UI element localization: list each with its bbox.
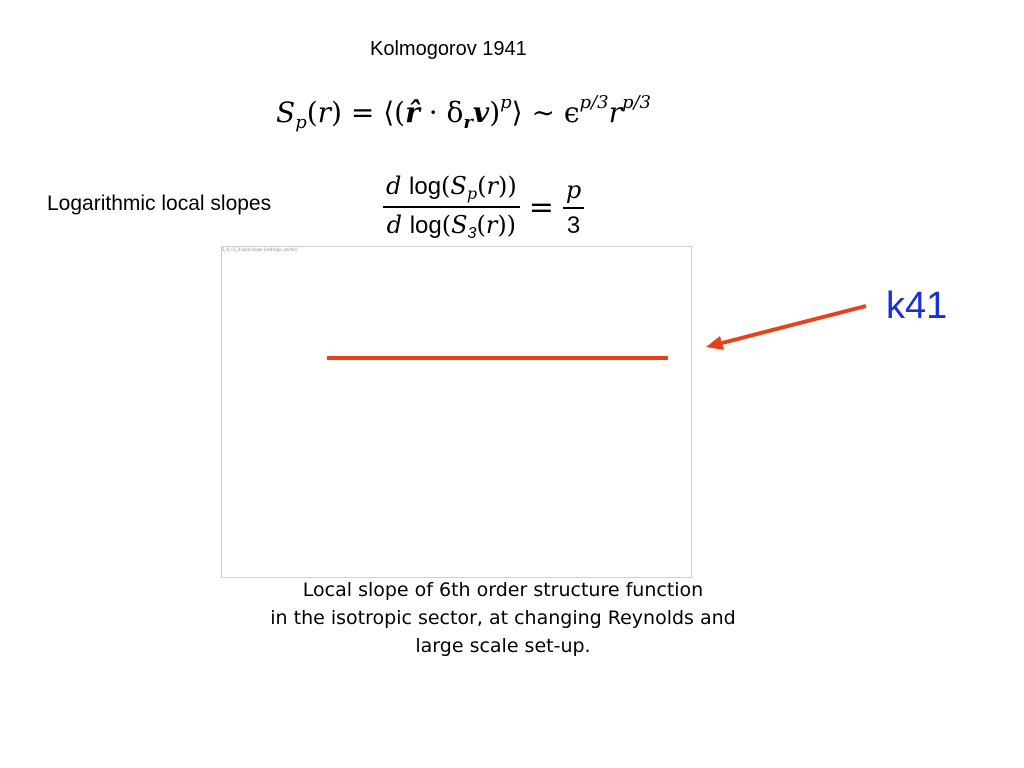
local-slope-formula: d log(Sp(r)) d log(S3(r)) = p 3: [382, 172, 585, 243]
figure-caption: Local slope of 6th order structure funct…: [233, 576, 773, 660]
k41-arrow-head: [706, 336, 724, 350]
plot-header-text: S_6 / S_3 local slope (isotropic sector): [222, 247, 298, 252]
k41-arrow-shaft: [721, 304, 867, 345]
local-slopes-label: Logarithmic local slopes: [47, 192, 272, 215]
caption-line: large scale set-up.: [415, 635, 591, 657]
k41-label: k41: [886, 285, 948, 327]
caption-line: in the isotropic sector, at changing Rey…: [270, 607, 736, 629]
k41-scaling-formula: Sp(r) = ⟨(r̂ · δrv)p⟩ ∼ ϵp/3rp/3: [276, 92, 652, 133]
caption-line: Local slope of 6th order structure funct…: [302, 579, 704, 601]
local-slope-plot: [221, 246, 692, 578]
slide-title: Kolmogorov 1941: [370, 38, 527, 60]
